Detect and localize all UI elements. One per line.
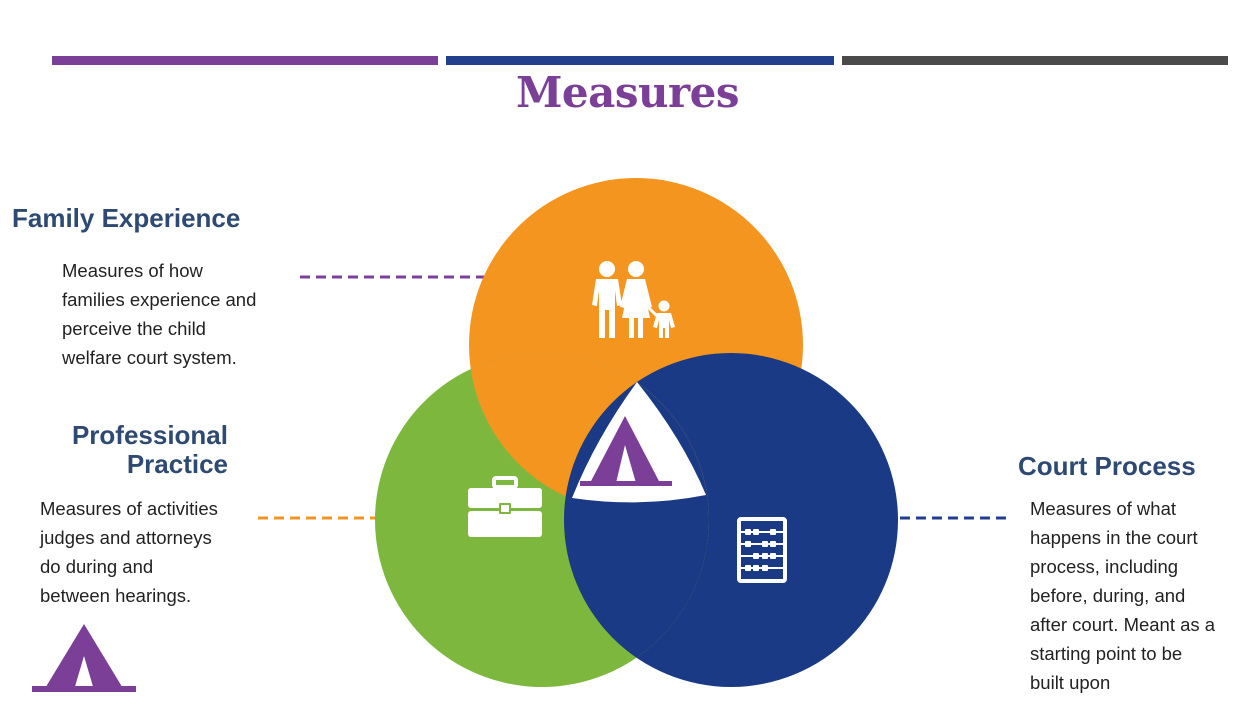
heading-line: Professional [71,420,228,450]
description-line: Measures of what [1030,498,1177,519]
description-line: after court. Meant as a [1030,614,1216,635]
description-line: do during and [40,556,154,577]
description-line: Measures of how [62,260,203,281]
header-bar-purple [52,56,438,65]
tent-icon [580,416,672,486]
page-title: Measures [515,68,740,117]
description-line: before, during, and [1030,585,1186,606]
briefcase-icon [468,476,542,537]
professional-practice-heading: Professional Practice [46,421,228,478]
professional-practice-description: Measures of activities judges and attorn… [40,494,265,610]
description-line: Measures of activities [40,498,218,519]
family-experience-heading: Family Experience [12,203,241,233]
description-line: starting point to be [1030,643,1183,664]
description-line: process, including [1030,556,1179,577]
court-process-heading: Court Process [1018,451,1196,481]
tent-icon [32,624,136,692]
description-line: families experience and [62,289,257,310]
header-bar-gray [842,56,1228,65]
heading-line: Practice [126,448,228,479]
family-icon [592,261,675,338]
description-line: built upon [1030,672,1111,693]
description-line: judges and attorneys [40,527,212,548]
abacus-icon [737,517,787,583]
description-line: welfare court system. [62,347,237,368]
description-line: perceive the child [62,318,206,339]
court-process-description: Measures of what happens in the court pr… [1030,494,1250,697]
header-bar-navy [446,56,834,65]
family-experience-description: Measures of how families experience and … [62,256,302,372]
description-line: between hearings. [40,585,192,606]
description-line: happens in the court [1030,527,1198,548]
